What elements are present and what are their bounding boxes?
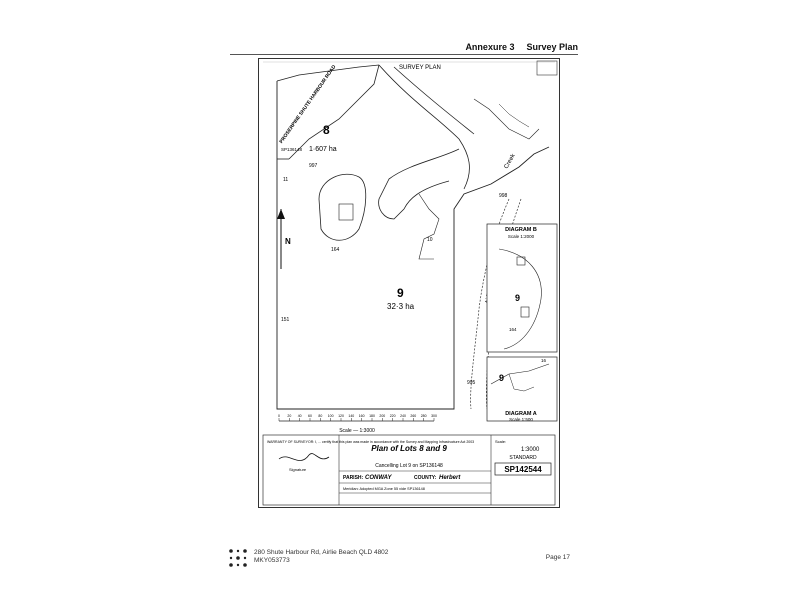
scale-tick-label: 40 xyxy=(298,414,302,418)
survey-plan-drawing: SURVEY PLAN N 8 1·607 ha 9 32·3 ha 997 9… xyxy=(262,60,558,506)
cancelling-note: Cancelling Lot 9 on SP136148 xyxy=(375,463,443,469)
surveyor-note-text: WARRANTY OF SURVEYOR: I, ... certify tha… xyxy=(267,440,474,444)
header-rule xyxy=(230,54,578,55)
diagram-a-lot-16: 16 xyxy=(541,358,547,363)
surveyor-note: WARRANTY OF SURVEYOR: I, ... certify tha… xyxy=(267,440,474,444)
scale-tick-label: 60 xyxy=(308,414,312,418)
diagram-b-scale: Scale 1:2000 xyxy=(508,234,535,239)
lot-9-number: 9 xyxy=(397,286,404,300)
lot-151-label: 151 xyxy=(281,317,290,323)
scale-tick-label: 180 xyxy=(369,414,375,418)
plan-heading: SURVEY PLAN xyxy=(399,65,441,71)
scale-tick-label: 300 xyxy=(431,414,437,418)
annexure-label: Annexure 3 xyxy=(465,42,515,52)
creek-label-2: Creek xyxy=(504,152,518,170)
survey-plan-sheet: SURVEY PLAN N 8 1·607 ha 9 32·3 ha 997 9… xyxy=(258,58,560,508)
north-label: N xyxy=(285,237,291,246)
scale-tick-label: 140 xyxy=(348,414,354,418)
document-header: Annexure 3 Survey Plan xyxy=(465,42,578,52)
scale-tick-label: 120 xyxy=(338,414,344,418)
diagram-b-lot-164: 164 xyxy=(509,327,517,332)
scale-tick-label: 80 xyxy=(318,414,322,418)
signature-caption: Signature xyxy=(289,467,307,472)
lot-164-label: 164 xyxy=(331,247,340,253)
footer-address: 280 Shute Harbour Rd, Airlie Beach QLD 4… xyxy=(254,549,389,556)
parish-label: PARISH: xyxy=(343,475,364,481)
lot-997-label: 997 xyxy=(309,163,318,169)
lot-11-label: 11 xyxy=(283,177,288,183)
parish-value: CONWAY xyxy=(365,475,393,481)
scale-bar-label: Scale — 1:3000 xyxy=(339,428,375,434)
document-title: Survey Plan xyxy=(526,42,578,52)
scale-tick-label: 220 xyxy=(390,414,396,418)
scale-tick-label: 0 xyxy=(278,414,280,418)
lot-8-ref: SP136148 xyxy=(281,147,303,152)
scale-tick-label: 240 xyxy=(400,414,406,418)
diagram-a-title: DIAGRAM A xyxy=(505,411,537,417)
county-value: Herbert xyxy=(439,475,461,481)
scale-tick-label: 20 xyxy=(287,414,291,418)
diagram-a-scale: Scale 1:500 xyxy=(509,417,533,422)
scale-box-caption: Scale: xyxy=(495,439,506,444)
page-number: Page 17 xyxy=(545,554,570,561)
lot-10-label: 10 xyxy=(427,237,433,243)
lot-995-label: 995 xyxy=(467,380,476,386)
company-logo-icon xyxy=(229,549,247,567)
scale-bar-ticks: 0 20 40 60 80 100 120 140 160 180 200 220 240 260 280 3… xyxy=(278,414,437,421)
sheet-reference: SP142544 xyxy=(504,465,542,474)
scale-tick-label: 100 xyxy=(328,414,334,418)
format-label: STANDARD xyxy=(509,455,537,461)
diagram-b-lot: 9 xyxy=(515,293,520,303)
lot-8-number: 8 xyxy=(323,123,330,137)
surveyor-signature xyxy=(278,453,330,461)
footer-address-block: 280 Shute Harbour Rd, Airlie Beach QLD 4… xyxy=(254,549,388,565)
diagram-a-lot: 9 xyxy=(499,373,504,383)
lot-8-area: 1·607 ha xyxy=(309,146,337,153)
lot-998-label: 998 xyxy=(499,193,508,199)
scale-tick-label: 160 xyxy=(359,414,365,418)
lot-9-area: 32·3 ha xyxy=(387,302,415,311)
scale-tick-label: 260 xyxy=(410,414,416,418)
footer-code: MKY053773 xyxy=(254,557,290,564)
county-label: COUNTY: xyxy=(414,475,437,481)
scale-tick-label: 280 xyxy=(421,414,427,418)
scale-box: 1:3000 xyxy=(521,447,540,453)
scale-tick-label: 200 xyxy=(379,414,385,418)
meridian-note: Meridian: Adopted MGA Zone 55 vide SP136… xyxy=(343,487,425,491)
plan-of-title: Plan of Lots 8 and 9 xyxy=(371,444,447,453)
diagram-b-title: DIAGRAM B xyxy=(505,227,537,233)
